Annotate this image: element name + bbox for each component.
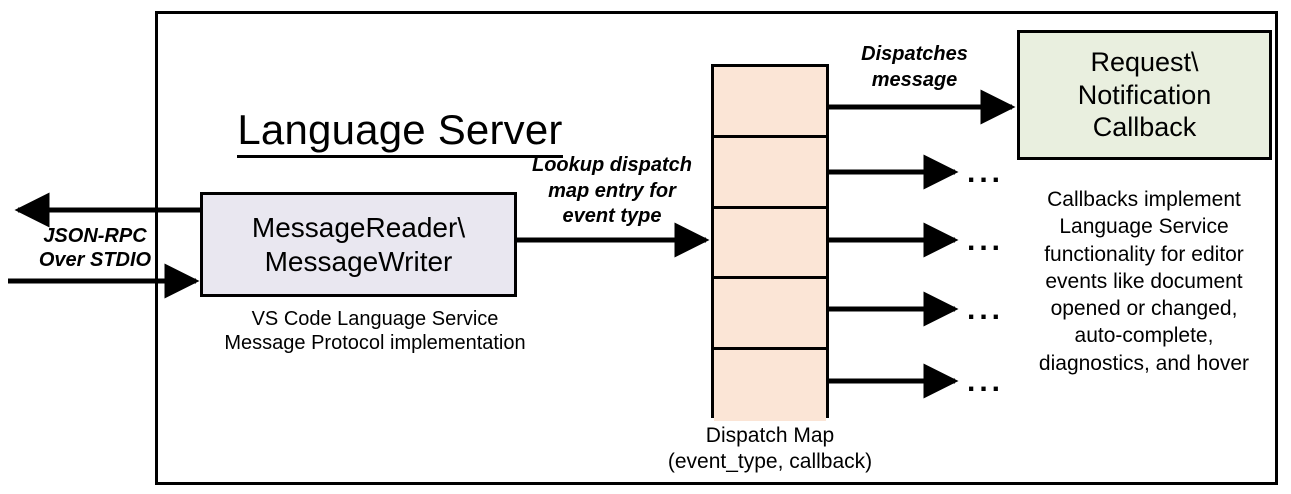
dispatch-map-caption: Dispatch Map (event_type, callback) [667,424,873,474]
ellipsis-row-4: ... [967,293,1005,326]
dispatches-message-label: Dispatches message [861,43,968,91]
ellipsis-row-2: ... [967,156,1005,189]
dispatch-map-table[interactable] [711,64,829,421]
page-title-text: Language Server [237,105,563,159]
request-notification-callback-label: Request\ Notification Callback [1077,47,1212,143]
lookup-dispatch-label: Lookup dispatch map entry for event type [532,154,692,228]
message-reader-writer-caption: VS Code Language Service Message Protoco… [224,308,526,354]
dispatch-map-cell-1[interactable] [714,67,826,138]
ellipsis-row-5: ... [967,365,1005,398]
jsonrpc-channel-label: JSON-RPC Over STDIO [38,225,152,271]
page-title: Language Server [200,55,600,159]
dispatch-map-cell-4[interactable] [714,279,826,351]
message-reader-writer-box[interactable]: MessageReader\ MessageWriter [200,192,517,297]
language-server-boundary [155,11,1278,485]
dispatch-map-cell-2[interactable] [714,137,826,209]
callback-caption: Callbacks implement Language Service fun… [1038,188,1250,375]
request-notification-callback-box[interactable]: Request\ Notification Callback [1017,30,1272,160]
dispatch-map-cell-3[interactable] [714,208,826,280]
message-reader-writer-label: MessageReader\ MessageWriter [251,211,466,277]
ellipsis-row-3: ... [967,224,1005,257]
dispatch-map-cell-5[interactable] [714,350,826,421]
